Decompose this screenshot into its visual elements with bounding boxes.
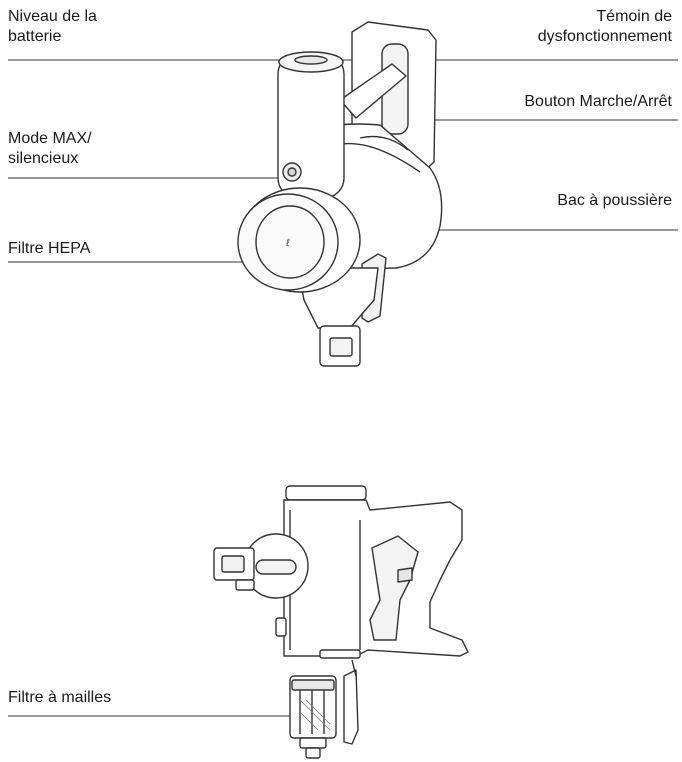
mesh-filter-label: Filtre à mailles (8, 689, 112, 706)
side-latch (343, 669, 359, 745)
handle-arm (339, 63, 407, 119)
vacuum-side-view (213, 485, 469, 759)
malfunction-indicator-label: Témoin de dysfonctionnement (537, 8, 672, 45)
vacuum-front-view: ℓ (237, 21, 443, 367)
hepa-filter-label: Filtre HEPA (8, 240, 91, 257)
hepa-filter-cap (237, 193, 339, 291)
battery-level-label: Niveau de la batterie (8, 8, 97, 45)
power-button-label: Bouton Marche/Arrêt (524, 93, 672, 110)
svg-text:ℓ: ℓ (286, 238, 290, 249)
max-silent-mode-label: Mode MAX/ silencieux (8, 130, 92, 167)
dust-bin-label: Bac à poussière (557, 192, 672, 209)
side-handle-cutout (369, 535, 419, 641)
side-filter-window (255, 559, 297, 575)
side-top-lid (285, 485, 367, 501)
